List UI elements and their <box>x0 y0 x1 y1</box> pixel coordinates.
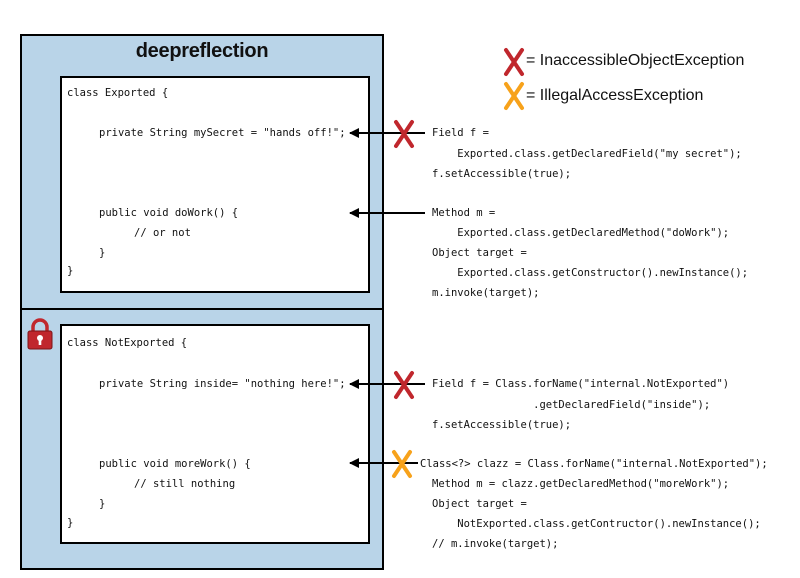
snippet2-line5: m.invoke(target); <box>432 287 540 299</box>
snippet4-line4: NotExported.class.getContructor().newIns… <box>432 518 761 530</box>
exported-method: public void doWork() { <box>99 207 239 219</box>
exported-class-close: } <box>67 265 74 277</box>
red-x-icon <box>394 371 414 399</box>
exported-class-box <box>60 76 370 293</box>
package-divider <box>20 308 384 310</box>
legend-orange-x-icon <box>504 82 524 110</box>
notexported-class-header: class NotExported { <box>67 337 188 349</box>
snippet1-line2: Exported.class.getDeclaredField("my secr… <box>432 148 742 160</box>
notexported-method-body: // still nothing <box>134 478 236 490</box>
legend-red-x-icon <box>504 48 524 76</box>
snippet1-line3: f.setAccessible(true); <box>432 168 572 180</box>
exported-method-body: // or not <box>134 227 191 239</box>
exported-class-header: class Exported { <box>67 87 169 99</box>
snippet4-line1: Class<?> clazz = Class.forName("internal… <box>420 458 768 470</box>
notexported-field: private String inside= "nothing here!"; <box>99 378 346 390</box>
legend-illegalaccess: = IllegalAccessException <box>526 87 704 104</box>
module-title: deepreflection <box>135 40 269 62</box>
snippet1-line1: Field f = <box>432 127 489 139</box>
orange-x-icon <box>392 450 412 478</box>
snippet4-line3: Object target = <box>432 498 527 510</box>
notexported-method-close: } <box>99 498 106 510</box>
snippet4-line5: // m.invoke(target); <box>432 538 559 550</box>
exported-field: private String mySecret = "hands off!"; <box>99 127 346 139</box>
snippet2-line3: Object target = <box>432 247 527 259</box>
lock-icon <box>27 318 53 350</box>
exported-method-close: } <box>99 247 106 259</box>
snippet4-line2: Method m = clazz.getDeclaredMethod("more… <box>432 478 730 490</box>
notexported-class-box <box>60 324 370 544</box>
notexported-class-close: } <box>67 517 74 529</box>
red-x-icon <box>394 120 414 148</box>
snippet2-line2: Exported.class.getDeclaredMethod("doWork… <box>432 227 730 239</box>
snippet3-line2: .getDeclaredField("inside"); <box>432 399 711 411</box>
snippet3-line1: Field f = Class.forName("internal.NotExp… <box>432 378 730 390</box>
snippet2-line4: Exported.class.getConstructor().newInsta… <box>432 267 749 279</box>
snippet3-line3: f.setAccessible(true); <box>432 419 572 431</box>
legend-inaccessible: = InaccessibleObjectException <box>526 52 745 69</box>
snippet2-line1: Method m = <box>432 207 496 219</box>
notexported-method: public void moreWork() { <box>99 458 251 470</box>
